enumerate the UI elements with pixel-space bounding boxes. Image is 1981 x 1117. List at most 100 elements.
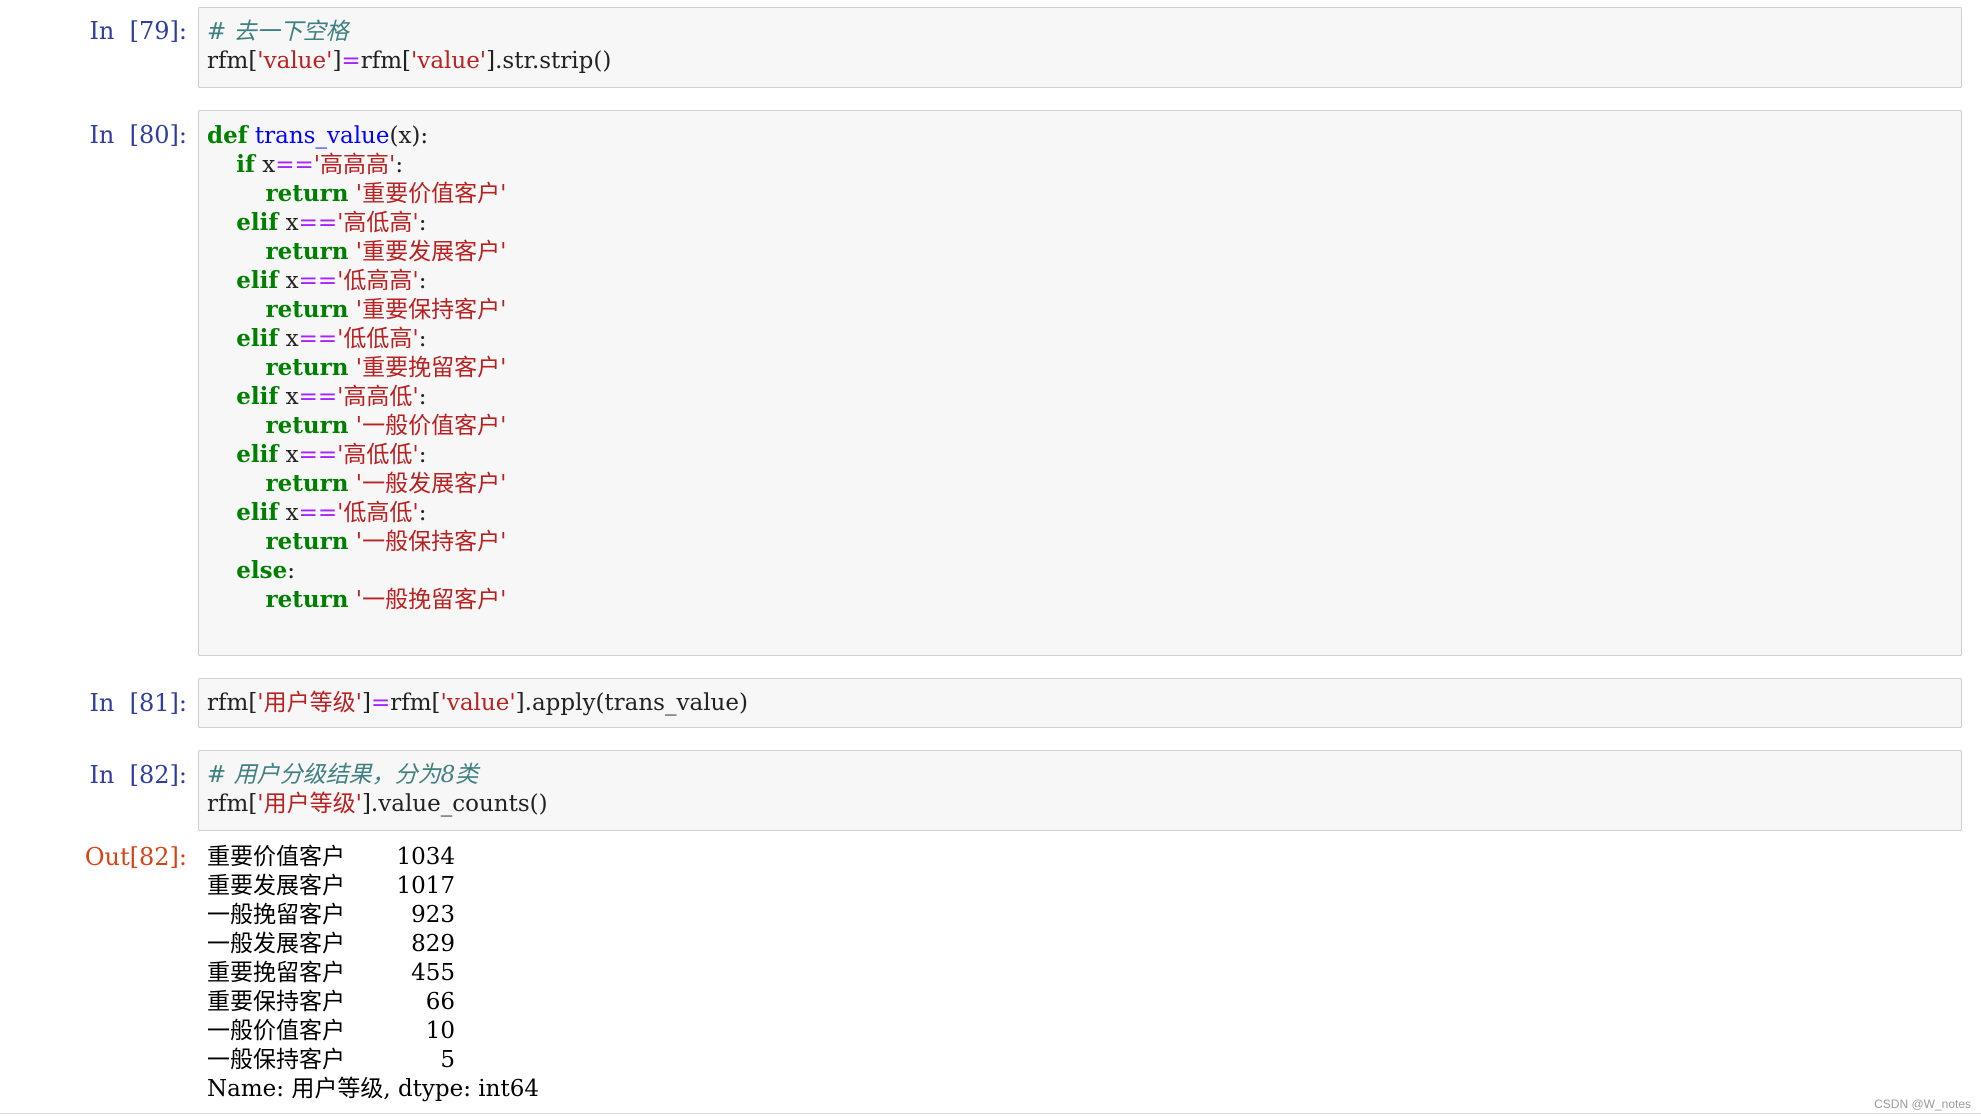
code-token	[348, 587, 355, 613]
code-token	[207, 297, 266, 323]
code-token: return	[265, 296, 349, 323]
code-token: '高高低'	[337, 384, 419, 410]
code-token: 'value'	[257, 48, 333, 74]
code-editor[interactable]	[198, 678, 1962, 728]
code-token	[207, 355, 266, 381]
code-token: '低高低'	[337, 500, 419, 526]
code-token: ].str.strip()	[486, 48, 612, 74]
input-prompt: In [79]:	[89, 17, 187, 45]
code-token: elif	[236, 441, 279, 468]
code-line: return '重要保持客户'	[207, 295, 507, 325]
code-token: return	[265, 528, 349, 555]
code-line: return '一般保持客户'	[207, 527, 507, 557]
code-token	[348, 529, 355, 555]
code-token: elif	[236, 209, 279, 236]
code-line: def trans_value(x):	[207, 121, 428, 151]
code-token: rfm[	[207, 690, 258, 716]
code-token	[207, 384, 236, 410]
code-token: ]	[332, 48, 342, 74]
code-token: :	[418, 210, 427, 236]
code-token: '一般挽留客户'	[355, 587, 507, 613]
output-row-label: 一般保持客户	[207, 1047, 345, 1073]
code-token	[207, 587, 266, 613]
code-token: elif	[236, 267, 279, 294]
code-token: :	[418, 384, 427, 410]
code-token: x	[254, 152, 276, 178]
code-token	[207, 558, 236, 584]
code-token: # 用户分级结果，分为8类	[207, 762, 479, 788]
code-line: return '一般发展客户'	[207, 469, 507, 499]
code-token	[207, 500, 236, 526]
code-token: return	[265, 238, 349, 265]
code-token: def	[207, 122, 248, 149]
code-token: '重要价值客户'	[355, 181, 507, 207]
code-token	[348, 471, 355, 497]
code-token: 'value'	[411, 48, 487, 74]
code-token: ].apply(trans_value)	[515, 690, 748, 716]
watermark: CSDN @W_notes	[1874, 1097, 1971, 1111]
code-editor[interactable]	[198, 110, 1962, 656]
code-token: ==	[298, 442, 338, 468]
code-token: '重要发展客户'	[355, 239, 507, 265]
code-token: 'value'	[440, 690, 516, 716]
code-token	[348, 413, 355, 439]
code-token: =	[341, 48, 361, 74]
code-token: :	[395, 152, 404, 178]
output-row-value: 1034	[396, 844, 455, 870]
output-row-value: 10	[425, 1018, 455, 1044]
code-token: rfm[	[390, 690, 441, 716]
code-line: elif x=='低低高':	[207, 324, 426, 354]
code-token: '低高高'	[337, 268, 419, 294]
input-prompt: In [81]:	[89, 689, 187, 717]
code-token	[348, 239, 355, 265]
code-token: x	[278, 500, 299, 526]
code-line: elif x=='高高低':	[207, 382, 427, 412]
code-token	[207, 471, 266, 497]
code-token	[207, 413, 266, 439]
code-token	[207, 268, 236, 294]
code-token	[248, 123, 255, 149]
code-line: rfm['用户等级']=rfm['value'].apply(trans_val…	[207, 689, 748, 718]
code-token: else	[236, 557, 288, 584]
code-token: '重要保持客户'	[355, 297, 507, 323]
code-editor[interactable]	[198, 7, 1962, 88]
code-token: x	[278, 268, 299, 294]
code-token: (x):	[389, 123, 429, 149]
code-token: ==	[298, 210, 338, 236]
input-prompt: In [82]:	[89, 761, 187, 789]
code-token: return	[265, 354, 349, 381]
output-row-value: 1017	[396, 873, 455, 899]
code-token: if	[236, 151, 255, 178]
code-token: elif	[236, 499, 279, 526]
code-token: '一般价值客户'	[355, 413, 507, 439]
code-line: rfm['value']=rfm['value'].str.strip()	[207, 47, 611, 76]
code-token: x	[278, 326, 299, 352]
code-token: '高低高'	[337, 210, 419, 236]
code-token: ==	[298, 384, 338, 410]
code-line: elif x=='高低低':	[207, 440, 426, 470]
output-row-label: 一般挽留客户	[207, 902, 345, 928]
output-row-value: 5	[440, 1047, 455, 1073]
code-editor[interactable]	[198, 750, 1962, 831]
code-line: return '重要挽留客户'	[207, 353, 507, 383]
code-token: ==	[298, 500, 338, 526]
code-token	[207, 152, 236, 178]
code-line: elif x=='低高低':	[207, 498, 426, 528]
code-token: ==	[298, 326, 338, 352]
code-line: return '一般价值客户'	[207, 411, 507, 441]
code-token	[207, 529, 266, 555]
output-row-label: 重要挽留客户	[207, 960, 345, 986]
code-token	[207, 442, 236, 468]
code-token: return	[265, 412, 349, 439]
code-line: return '重要价值客户'	[207, 179, 507, 209]
code-token	[207, 239, 266, 265]
output-row-value: 455	[411, 960, 455, 986]
code-token: return	[265, 180, 349, 207]
code-token: '低低高'	[337, 326, 419, 352]
code-token	[207, 210, 236, 236]
code-token: '用户等级'	[257, 690, 362, 716]
code-line: else:	[207, 556, 295, 586]
code-token: '一般保持客户'	[355, 529, 507, 555]
output-row-label: 重要发展客户	[207, 873, 345, 899]
code-token: x	[278, 210, 299, 236]
